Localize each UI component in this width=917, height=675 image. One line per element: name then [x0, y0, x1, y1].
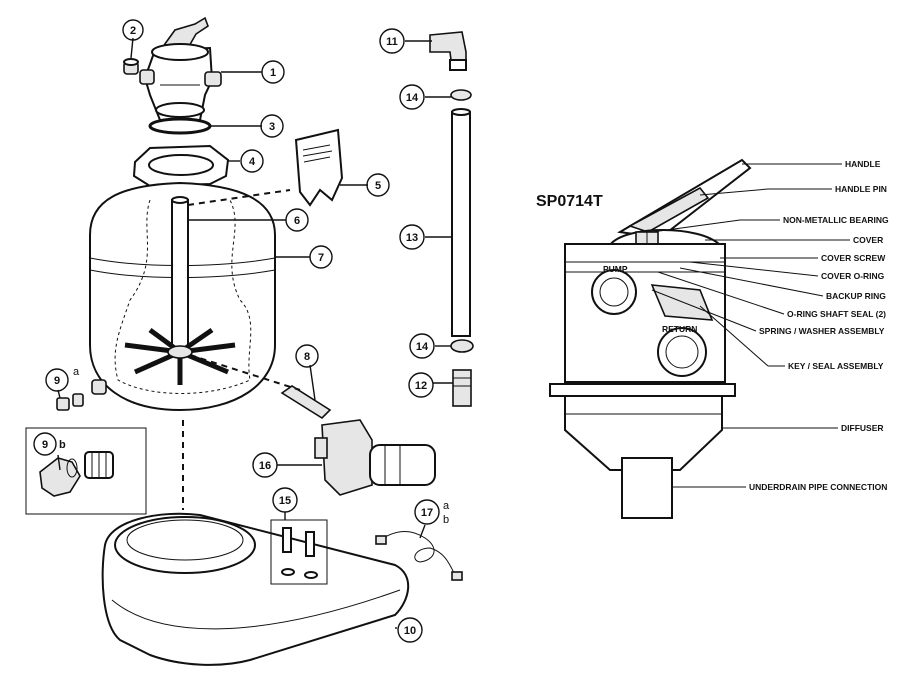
filter-base-part	[101, 512, 410, 666]
callout-1: 1	[261, 60, 285, 84]
valve-labels: HANDLE HANDLE PIN NON-METALLIC BEARING C…	[651, 159, 889, 492]
assembly-dashed-lines	[182, 189, 301, 510]
drain-cap-part	[56, 379, 107, 411]
callout-17: 17 a b	[414, 499, 450, 526]
callout-7: 7	[309, 245, 333, 269]
callout-9a: 9 a	[45, 366, 80, 392]
svg-text:13: 13	[406, 232, 418, 244]
callout-3: 3	[260, 114, 284, 138]
svg-text:6: 6	[294, 215, 300, 227]
sight-glass-part	[123, 58, 139, 75]
pump-part	[314, 419, 436, 496]
clamp-ring-part	[132, 144, 230, 188]
label-o-ring-shaft-seal: O-RING SHAFT SEAL (2)	[787, 309, 886, 319]
svg-text:12: 12	[415, 380, 427, 392]
drain-assembly-part	[25, 427, 147, 515]
label-handle: HANDLE	[845, 159, 881, 169]
callout-12: 12	[408, 372, 434, 398]
valve-o-ring-part	[148, 117, 212, 135]
label-cover-screw: COVER SCREW	[821, 253, 886, 263]
svg-text:14: 14	[416, 341, 429, 353]
svg-text:9: 9	[42, 439, 48, 451]
label-cover: COVER	[853, 235, 883, 245]
callout-4: 4	[240, 149, 264, 173]
svg-text:3: 3	[269, 121, 275, 133]
label-key-seal-assembly: KEY / SEAL ASSEMBLY	[788, 361, 884, 371]
callout-16: 16	[252, 452, 278, 478]
svg-text:8: 8	[304, 351, 310, 363]
svg-text:10: 10	[404, 625, 416, 637]
hose-part	[280, 385, 332, 420]
elbow-fitting-part	[429, 31, 467, 71]
callout-5: 5	[366, 173, 390, 197]
power-cord-part	[375, 531, 463, 581]
callout-leaders	[57, 37, 453, 629]
svg-text:4: 4	[249, 156, 256, 168]
label-non-metallic-bearing: NON-METALLIC BEARING	[783, 215, 889, 225]
svg-text:1: 1	[270, 67, 276, 79]
svg-text:5: 5	[375, 180, 381, 192]
svg-text:a: a	[73, 366, 80, 378]
svg-text:11: 11	[386, 36, 398, 48]
callout-15: 15	[272, 487, 298, 513]
svg-text:17: 17	[421, 507, 433, 519]
callout-11: 11	[379, 28, 405, 54]
callout-13: 13	[399, 224, 425, 250]
callout-2: 2	[122, 19, 144, 41]
label-cover-o-ring: COVER O-RING	[821, 271, 885, 281]
svg-text:14: 14	[406, 92, 419, 104]
svg-text:9: 9	[54, 375, 60, 387]
valve-cross-section: PUMP RETURN	[549, 158, 752, 519]
label-handle-pin: HANDLE PIN	[835, 184, 887, 194]
label-underdrain-pipe-connection: UNDERDRAIN PIPE CONNECTION	[749, 482, 887, 492]
label-diffuser: DIFFUSER	[841, 423, 884, 433]
callout-14-top: 14	[399, 84, 425, 110]
svg-text:16: 16	[259, 460, 271, 472]
screws-part	[270, 519, 328, 585]
svg-text:a: a	[443, 500, 450, 512]
label-spring-washer-assembly: SPRING / WASHER ASSEMBLY	[759, 326, 885, 336]
svg-text:b: b	[59, 439, 66, 451]
svg-text:2: 2	[130, 25, 136, 37]
svg-text:b: b	[443, 514, 449, 526]
filter-tank-part	[89, 181, 276, 412]
callout-6: 6	[285, 208, 309, 232]
multiport-valve-part	[139, 16, 222, 121]
pump-port-text: PUMP	[603, 264, 628, 274]
label-backup-ring: BACKUP RING	[826, 291, 886, 301]
return-port-text: RETURN	[662, 324, 697, 334]
callout-10: 10	[397, 617, 423, 643]
svg-text:7: 7	[318, 252, 324, 264]
pipe-part	[450, 89, 474, 407]
warning-label-part	[294, 128, 344, 207]
callout-8: 8	[295, 344, 319, 368]
callout-circles: 1 2 3 4 5 6 7 8	[33, 19, 450, 643]
laterals-part	[124, 327, 236, 385]
model-title: SP0714T	[536, 193, 603, 210]
svg-text:15: 15	[279, 495, 291, 507]
callout-14-bottom: 14	[409, 333, 435, 359]
callout-9b: 9 b	[33, 432, 66, 456]
